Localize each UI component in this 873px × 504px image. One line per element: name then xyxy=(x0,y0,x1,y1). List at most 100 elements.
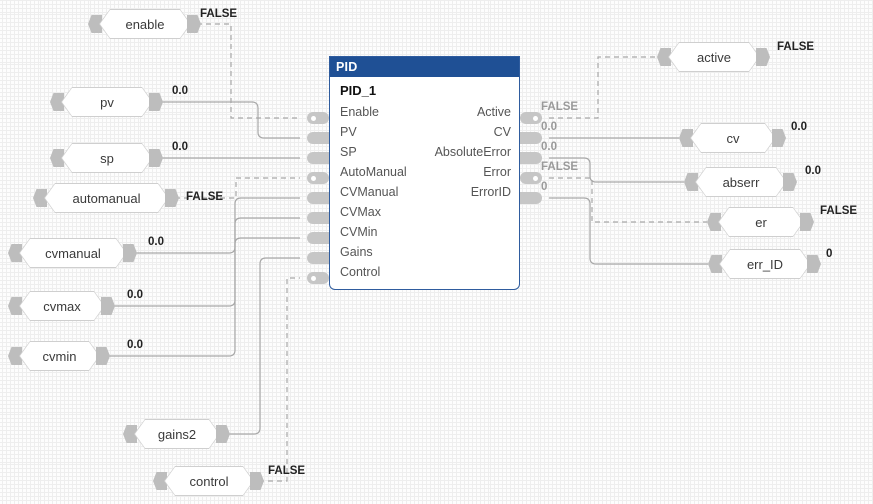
input-tag-cvmanual[interactable]: cvmanual xyxy=(8,238,137,268)
input-label-enable: Enable xyxy=(340,105,379,119)
output-label-errorid: ErrorID xyxy=(470,185,511,199)
pin-output-cv[interactable] xyxy=(520,132,542,144)
pin-dot-icon xyxy=(533,115,538,121)
pin-output-error[interactable] xyxy=(520,172,542,184)
tag-right-connector-icon xyxy=(149,93,163,111)
input-tag-value-cvmanual: 0.0 xyxy=(148,236,164,248)
tag-body: enable xyxy=(99,9,191,39)
output-tag-value-err-id: 0 xyxy=(826,248,833,260)
block-row-8: Control xyxy=(330,262,519,282)
input-tag-label-enable: enable xyxy=(100,10,190,38)
block-row-5: CVMax xyxy=(330,202,519,222)
tag-body: err_ID xyxy=(719,249,811,279)
tag-right-connector-icon xyxy=(123,244,137,262)
input-tag-label-control: control xyxy=(165,467,253,495)
pin-input-cvmin[interactable] xyxy=(307,232,329,244)
pin-dot-icon xyxy=(311,175,316,181)
tag-body: gains2 xyxy=(134,419,220,449)
block-row-0: Enable Active xyxy=(330,102,519,122)
output-label-active: Active xyxy=(476,105,511,119)
input-label-control: Control xyxy=(340,265,381,279)
tag-left-connector-icon xyxy=(708,255,722,273)
tag-right-connector-icon xyxy=(807,255,821,273)
output-tag-err-id[interactable]: err_ID xyxy=(708,249,821,279)
wire-cvmin xyxy=(108,237,300,357)
output-tag-label-active: active xyxy=(669,43,759,71)
output-tag-abserr[interactable]: abserr xyxy=(684,167,797,197)
tag-body: cvmin xyxy=(19,341,100,371)
input-tag-label-cvmin: cvmin xyxy=(20,342,99,370)
pin-input-cvmanual[interactable] xyxy=(307,192,329,204)
tag-body: pv xyxy=(61,87,153,117)
tag-body: sp xyxy=(61,143,153,173)
pin-dot-icon xyxy=(311,115,316,121)
tag-left-connector-icon xyxy=(88,15,102,33)
block-row-4: CVManual ErrorID xyxy=(330,182,519,202)
tag-left-connector-icon xyxy=(707,213,721,231)
pin-input-pv[interactable] xyxy=(307,132,329,144)
tag-left-connector-icon xyxy=(50,93,64,111)
pin-output-errorid[interactable] xyxy=(520,192,542,204)
input-tag-sp[interactable]: sp xyxy=(50,143,163,173)
output-tag-value-cv: 0.0 xyxy=(791,121,807,133)
input-label-pv: PV xyxy=(340,125,357,139)
tag-right-connector-icon xyxy=(187,15,201,33)
input-label-cvmin: CVMin xyxy=(340,225,378,239)
input-tag-cvmax[interactable]: cvmax xyxy=(8,291,115,321)
input-tag-value-automanual: FALSE xyxy=(186,191,224,203)
tag-left-connector-icon xyxy=(8,347,22,365)
input-tag-value-cvmax: 0.0 xyxy=(127,289,143,301)
wire-enable xyxy=(188,23,300,119)
tag-right-connector-icon xyxy=(216,425,230,443)
wire-err-id xyxy=(549,197,708,265)
output-label-error: Error xyxy=(483,165,511,179)
input-tag-gains2[interactable]: gains2 xyxy=(123,419,230,449)
input-tag-pv[interactable]: pv xyxy=(50,87,163,117)
function-block-pid[interactable]: PID PID_1 Enable Active PV CV SP Absolut… xyxy=(329,56,520,290)
tag-right-connector-icon xyxy=(783,173,797,191)
pin-output-active[interactable] xyxy=(520,112,542,124)
output-tag-er[interactable]: er xyxy=(707,207,814,237)
output-tag-label-cv: cv xyxy=(691,124,775,152)
tag-left-connector-icon xyxy=(33,189,47,207)
tag-right-connector-icon xyxy=(800,213,814,231)
tag-body: er xyxy=(718,207,804,237)
input-label-cvmax: CVMax xyxy=(340,205,381,219)
wire-er xyxy=(549,177,707,223)
input-tag-control[interactable]: control xyxy=(153,466,264,496)
output-tag-value-er: FALSE xyxy=(820,205,858,217)
pin-value-errorid: 0 xyxy=(541,181,548,193)
tag-body: active xyxy=(668,42,760,72)
block-type-label: PID xyxy=(330,57,519,77)
input-tag-value-cvmin: 0.0 xyxy=(127,339,143,351)
output-tag-active[interactable]: active xyxy=(657,42,770,72)
pin-input-cvmax[interactable] xyxy=(307,212,329,224)
pin-input-enable[interactable] xyxy=(307,112,329,124)
tag-right-connector-icon xyxy=(250,472,264,490)
pin-input-sp[interactable] xyxy=(307,152,329,164)
input-tag-label-automanual: automanual xyxy=(45,184,168,212)
output-label-absoluteerror: AbsoluteError xyxy=(434,145,511,159)
input-tag-automanual[interactable]: automanual xyxy=(33,183,179,213)
pin-input-automanual[interactable] xyxy=(307,172,329,184)
wire-active xyxy=(549,56,657,119)
tag-right-connector-icon xyxy=(165,189,179,207)
input-label-cvmanual: CVManual xyxy=(340,185,399,199)
tag-body: abserr xyxy=(695,167,787,197)
tag-left-connector-icon xyxy=(8,244,22,262)
output-tag-cv[interactable]: cv xyxy=(679,123,786,153)
block-pin-rows: Enable Active PV CV SP AbsoluteError Aut… xyxy=(330,102,519,282)
tag-right-connector-icon xyxy=(772,129,786,147)
input-tag-enable[interactable]: enable xyxy=(88,9,201,39)
input-tag-cvmin[interactable]: cvmin xyxy=(8,341,110,371)
output-tag-value-abserr: 0.0 xyxy=(805,165,821,177)
tag-left-connector-icon xyxy=(123,425,137,443)
block-row-1: PV CV xyxy=(330,122,519,142)
pin-input-gains[interactable] xyxy=(307,252,329,264)
pin-input-control[interactable] xyxy=(307,272,329,284)
tag-right-connector-icon xyxy=(101,297,115,315)
pin-output-absoluteerror[interactable] xyxy=(520,152,542,164)
wire-control xyxy=(259,277,300,482)
tag-left-connector-icon xyxy=(8,297,22,315)
input-tag-label-pv: pv xyxy=(62,88,152,116)
